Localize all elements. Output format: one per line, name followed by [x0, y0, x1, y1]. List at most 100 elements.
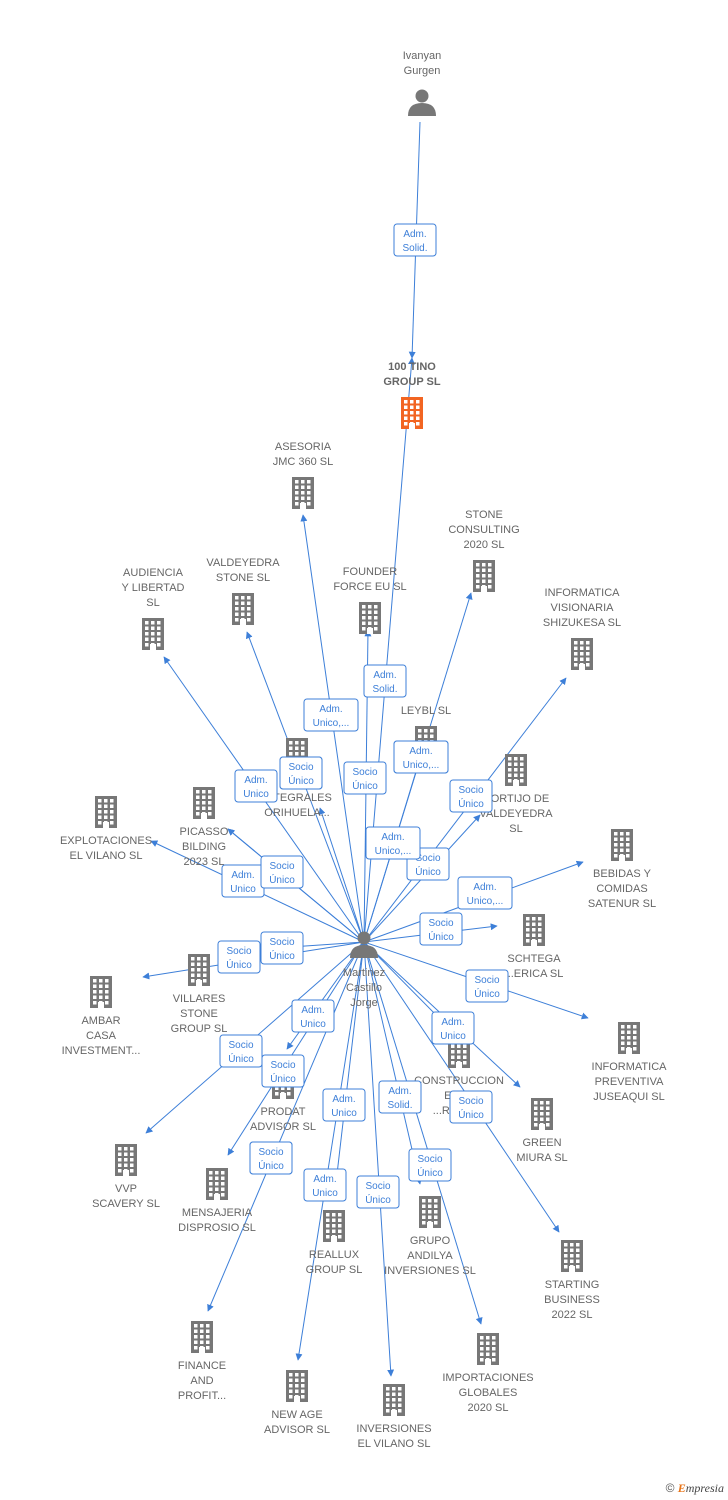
node-label-line: Gurgen [404, 65, 441, 77]
brand-logo: Empresia [677, 1481, 724, 1495]
node-label-line: STARTING [545, 1279, 600, 1291]
company-node-schtega[interactable]: SCHTEGA...ERICA SL [505, 914, 564, 980]
edge-label-line: Socio [458, 1096, 483, 1107]
edge-label-line: Adm. [381, 832, 404, 843]
edge-role-label[interactable]: Adm.Unico [431, 1011, 475, 1045]
edge-role-label[interactable]: Adm.Solid. [393, 223, 437, 257]
edge-role-label[interactable]: Adm.Solid. [363, 664, 407, 698]
edge-martinez-inversiones_vilano [363, 941, 395, 1377]
edge-label-line: Adm. [473, 882, 496, 893]
node-label-line: 2023 SL [184, 856, 225, 868]
node-label-line: JMC 360 SL [273, 456, 334, 468]
node-label-line: COMIDAS [596, 883, 647, 895]
node-label-line: ORIHUELA... [264, 807, 329, 819]
node-label-line: SL [146, 597, 159, 609]
building-icon [383, 1384, 405, 1416]
edge-role-label[interactable]: Adm.Unico,... [393, 740, 449, 774]
edge-role-label[interactable]: Adm.Unico,... [365, 826, 421, 860]
node-label-line: FOUNDER [343, 566, 397, 578]
edge-role-label[interactable]: Adm. Unico,... [457, 876, 513, 910]
node-label-line: PREVENTIVA [595, 1076, 665, 1088]
edge-label-line: Socio [288, 762, 313, 773]
building-icon [232, 593, 254, 625]
edge-role-label[interactable]: Adm.Unico [291, 999, 335, 1033]
building-icon [115, 1144, 137, 1176]
edge-role-label[interactable]: Adm.Unico,... [303, 698, 359, 732]
company-node-finance[interactable]: FINANCEANDPROFIT... [178, 1321, 226, 1402]
edge-role-label[interactable]: Adm.Unico [234, 769, 278, 803]
edge-label-line: Adm. [409, 746, 432, 757]
footer-brand[interactable]: © Empresia [666, 1481, 724, 1496]
edge-role-label[interactable]: Adm.Unico [221, 864, 265, 898]
building-icon [523, 914, 545, 946]
node-label-line: BEBIDAS Y [593, 868, 652, 880]
node-label-line: 2020 SL [468, 1402, 509, 1414]
node-label-line: 100 TINO [388, 361, 436, 373]
node-label-line: VISIONARIA [551, 602, 615, 614]
building-icon [561, 1240, 583, 1272]
node-label-line: MIURA SL [516, 1152, 567, 1164]
node-label-line: GROUP SL [171, 1023, 228, 1035]
node-label-line: Castillo [346, 982, 382, 994]
building-icon [95, 796, 117, 828]
building-icon [611, 829, 633, 861]
node-label-line: VVP [115, 1183, 137, 1195]
edge-role-label[interactable]: Adm.Unico [322, 1088, 366, 1122]
building-icon [292, 477, 314, 509]
edge-label-line: Unico,... [467, 896, 504, 907]
node-label-line: REALLUX [309, 1249, 360, 1261]
edge-martinez-importaciones [363, 941, 483, 1325]
building-icon [531, 1098, 553, 1130]
edge-role-label[interactable]: Adm.Solid. [378, 1080, 422, 1114]
node-label-line: CONSTRUCCION [414, 1075, 504, 1087]
company-node-ambar[interactable]: AMBARCASAINVESTMENT... [62, 976, 141, 1057]
building-icon [90, 976, 112, 1008]
edge-label-line: Adm. [332, 1094, 355, 1105]
node-label-line: SL [509, 823, 522, 835]
edge-label-line: Socio [270, 1060, 295, 1071]
edge-role-label[interactable]: Adm.Unico [303, 1168, 347, 1202]
node-label-line: BILDING [182, 841, 226, 853]
node-label-line: GRUPO [410, 1235, 451, 1247]
node-label-line: ...ERICA SL [505, 968, 564, 980]
edge-label-line: Socio [417, 1154, 442, 1165]
